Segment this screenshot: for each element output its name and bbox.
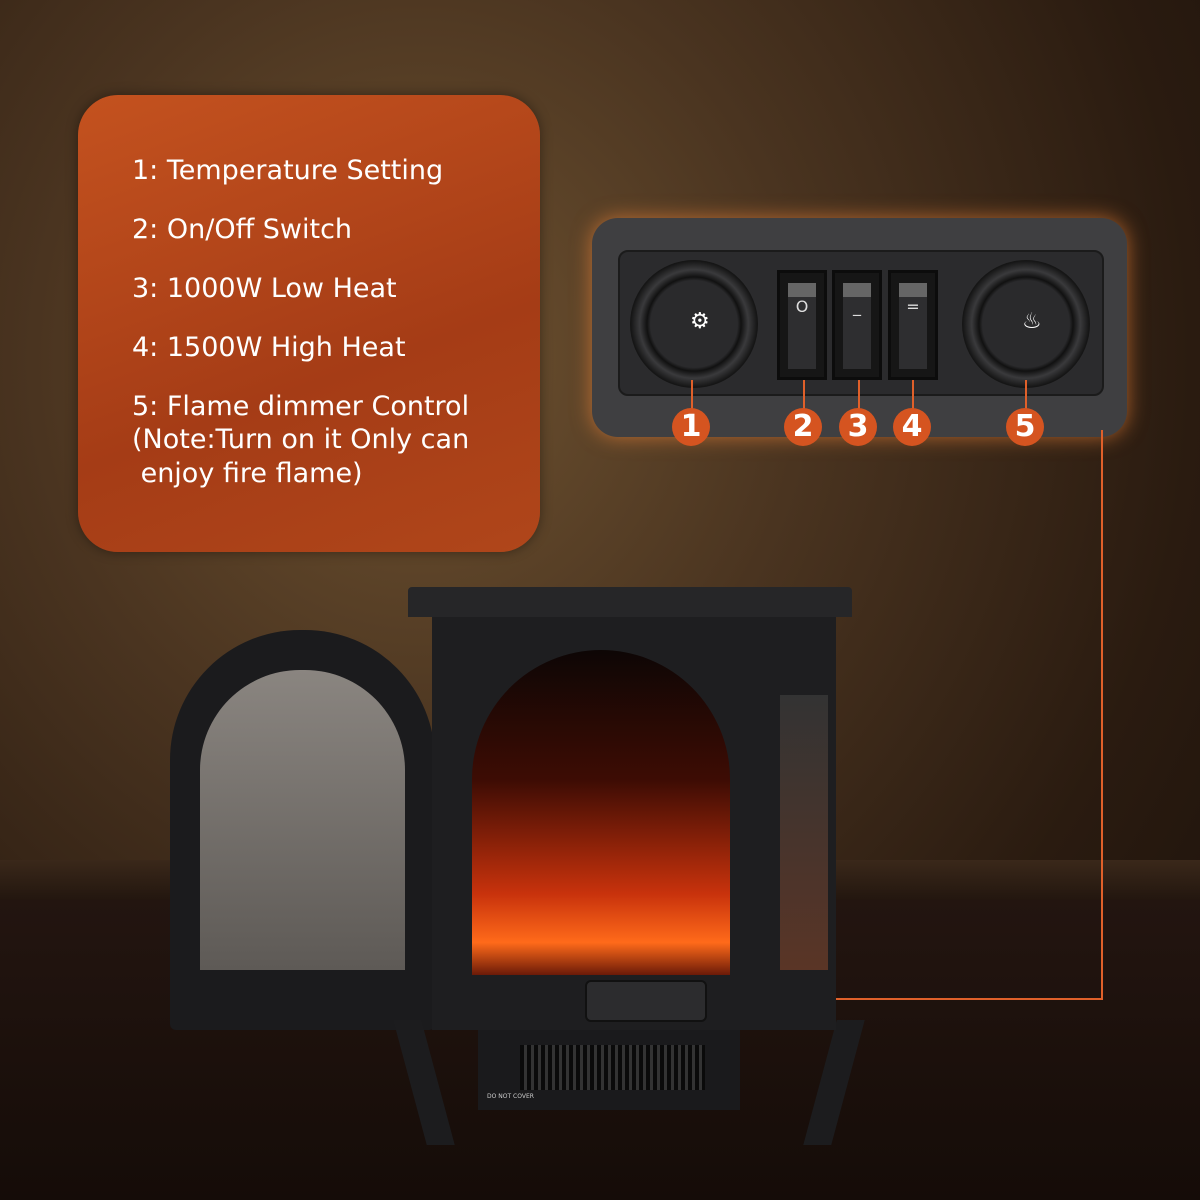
heater-grille xyxy=(520,1045,705,1090)
on-off-switch[interactable]: O xyxy=(777,270,827,380)
warning-label: DO NOT COVER xyxy=(487,1093,534,1100)
number-badge-1: 1 xyxy=(672,408,710,446)
switch-mark: O xyxy=(788,283,816,369)
high-heat-switch[interactable]: = xyxy=(888,270,938,380)
feature-2: 2: On/Off Switch xyxy=(132,214,353,245)
callout-line xyxy=(705,998,1103,1000)
leader-line xyxy=(858,380,860,410)
heater-control-panel xyxy=(585,980,707,1022)
number-badge-5: 5 xyxy=(1006,408,1044,446)
switch-mark: _ xyxy=(843,283,871,369)
number-badge-2: 2 xyxy=(784,408,822,446)
leader-line xyxy=(1025,380,1027,410)
flame-display xyxy=(472,650,730,975)
number-badge-3: 3 xyxy=(839,408,877,446)
callout-line xyxy=(1101,430,1103,1000)
feature-5: 5: Flame dimmer Control xyxy=(132,391,470,422)
feature-list-box: 1: Temperature Setting 2: On/Off Switch … xyxy=(78,95,540,552)
number-badge-4: 4 xyxy=(893,408,931,446)
flame-dimmer-knob[interactable]: ♨ xyxy=(962,260,1090,388)
stove-top xyxy=(408,587,852,617)
temperature-knob[interactable]: ⚙ xyxy=(630,260,758,388)
sun-gear-icon: ⚙ xyxy=(690,309,710,334)
feature-3: 3: 1000W Low Heat xyxy=(132,273,397,304)
side-window xyxy=(780,695,828,970)
feature-1: 1: Temperature Setting xyxy=(132,155,444,186)
low-heat-switch[interactable]: _ xyxy=(832,270,882,380)
flame-icon: ♨ xyxy=(1022,309,1042,334)
leader-line xyxy=(691,380,693,410)
leader-line xyxy=(912,380,914,410)
leader-line xyxy=(803,380,805,410)
switch-mark: = xyxy=(899,283,927,369)
control-panel-closeup: ⚙ O _ = ♨ xyxy=(592,218,1127,437)
feature-4: 4: 1500W High Heat xyxy=(132,332,406,363)
feature-5-note: (Note:Turn on it Only can enjoy fire fla… xyxy=(132,424,470,489)
door-glass xyxy=(200,670,405,970)
